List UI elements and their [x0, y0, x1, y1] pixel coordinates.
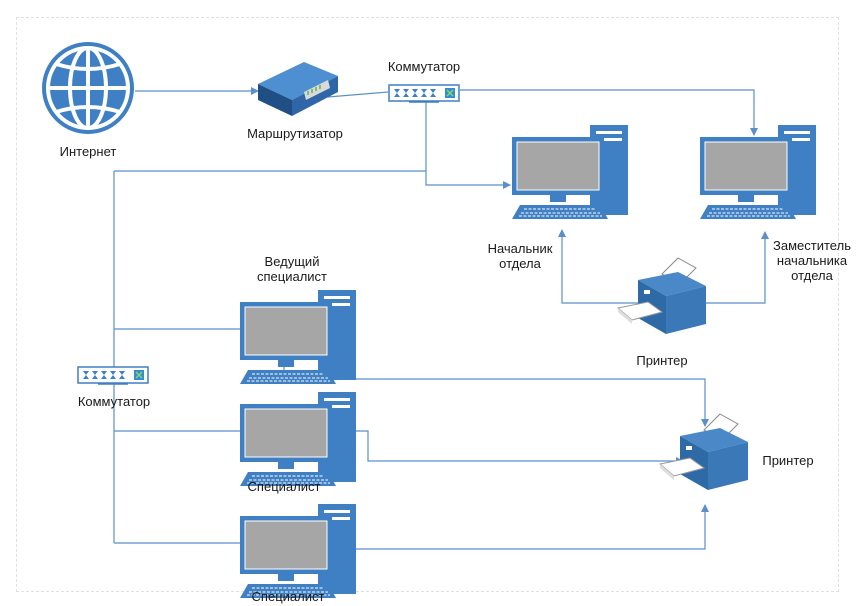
link-switch-head [425, 102, 511, 189]
label-switch-top: Коммутатор [387, 59, 461, 74]
link-printer-head [558, 229, 640, 304]
switch-icon [388, 84, 460, 103]
link-router-switch [327, 91, 389, 98]
link-spec2-printer [332, 504, 709, 550]
label-internet: Интернет [59, 144, 117, 159]
label-head: Начальник отдела [487, 241, 553, 271]
link-spec1-printer [330, 430, 684, 465]
globe-icon [42, 42, 134, 134]
label-spec2: Специалист [251, 589, 325, 604]
link-switch-deputy [460, 89, 758, 136]
router-icon [257, 61, 339, 117]
label-lead: Ведущий специалист [256, 254, 327, 284]
label-switch-left: Коммутатор [77, 394, 151, 409]
label-deputy: Заместитель начальника отдела [773, 238, 851, 283]
label-router: Маршрутизатор [247, 126, 343, 141]
link-printer-deputy [700, 231, 769, 304]
printer-icon [659, 413, 749, 491]
label-spec1: Специалист [247, 479, 321, 494]
label-printer-top: Принтер [636, 353, 688, 368]
computer-icon [239, 391, 357, 487]
printer-icon [617, 257, 707, 335]
computer-icon [239, 289, 357, 385]
label-printer-right: Принтер [762, 453, 814, 468]
diagram-border [16, 17, 839, 592]
computer-icon [511, 124, 629, 220]
computer-icon [699, 124, 817, 220]
switch-icon [77, 366, 149, 385]
computer-icon [239, 503, 357, 599]
